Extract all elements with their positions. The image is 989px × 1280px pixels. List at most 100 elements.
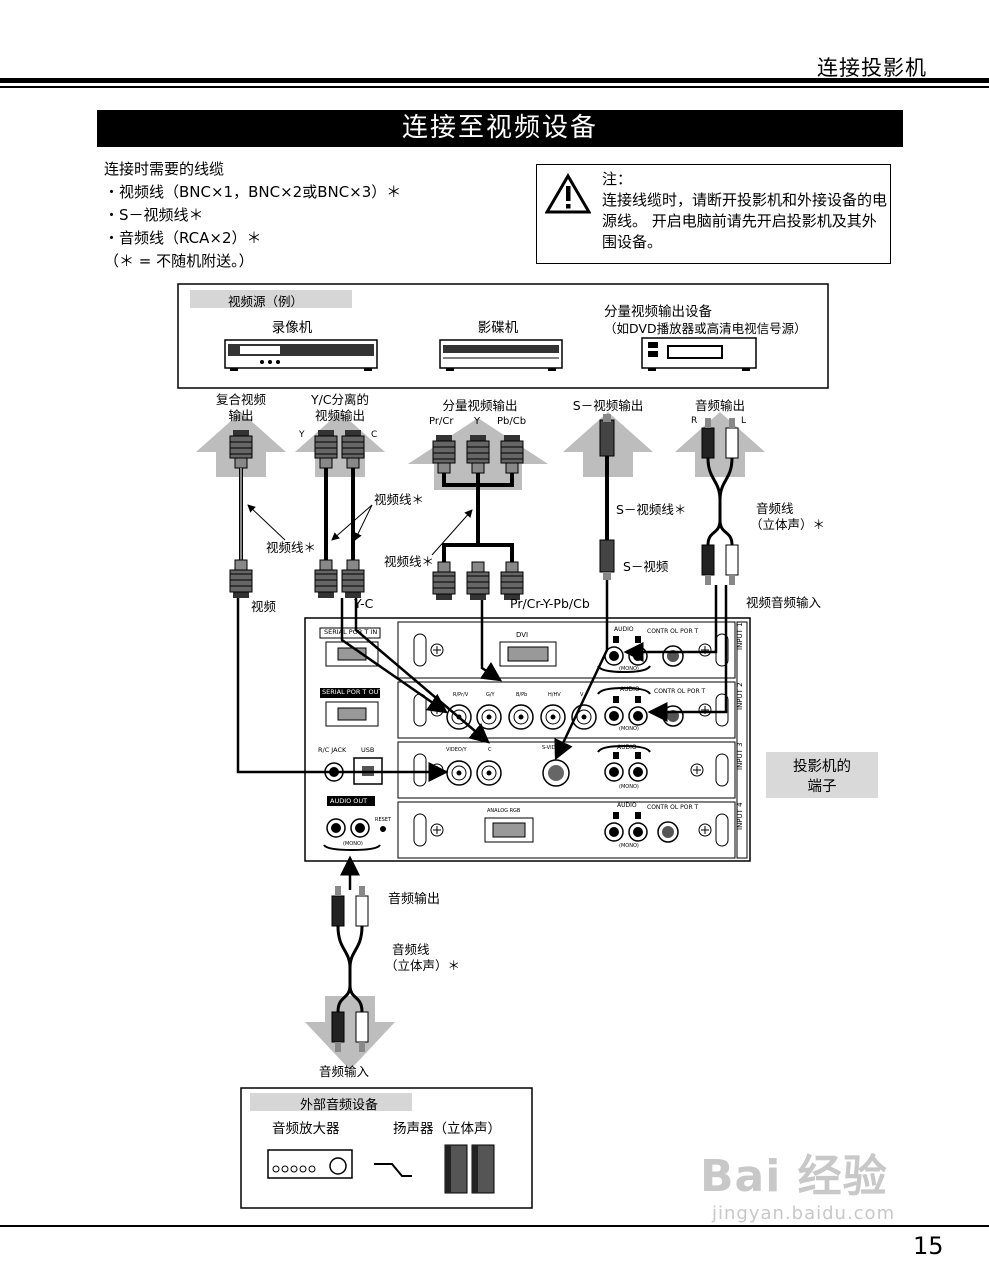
external-audio-tag: 外部音频设备 [300, 1098, 379, 1113]
source-tag: 视频源（例） [228, 294, 304, 309]
mono-label-4: (MONO) [619, 843, 639, 849]
video-cable-label-3: 视频线＊ [384, 554, 435, 569]
cable-item: ・音频线（RCA×2）＊ [104, 229, 262, 247]
component-output-label: 分量视频输出 [442, 398, 518, 413]
mono-label-1: (MONO) [619, 666, 639, 672]
header-rule [0, 78, 989, 83]
audio-panel-label-1: AUDIO [614, 626, 634, 633]
connector-squiggle [374, 1163, 412, 1177]
terminals-label-2: 端子 [807, 779, 837, 795]
audio-cable-top [701, 418, 739, 585]
page-number: 15 [913, 1232, 944, 1260]
audio-panel-label-3: AUDIO [617, 744, 637, 751]
c-label: C [371, 430, 378, 440]
svideo-output-label: S－视频输出 [572, 398, 644, 413]
vcr-icon [224, 339, 378, 371]
watermark-brand: Bai 经验 [700, 1151, 888, 1202]
dvi-label: DVI [516, 631, 529, 639]
audio-panel-label-2: AUDIO [620, 686, 640, 693]
terminals-label-1: 投影机的 [793, 759, 851, 775]
amplifier-label: 音频放大器 [272, 1121, 340, 1137]
cable-item: ・S－视频线＊ [104, 206, 204, 224]
serial-out-label: SERIAL POR T OUT [322, 688, 383, 696]
warning-icon [545, 173, 591, 214]
audio-output-bottom-label: 音频输出 [388, 892, 441, 907]
cable-item: ・视频线（BNC×1，BNC×2或BNC×3）＊ [104, 183, 402, 201]
amplifier-icon [267, 1149, 353, 1179]
audio-cable-bottom-label-1: 音频线 [392, 942, 430, 957]
hhv-label: H/HV [548, 692, 561, 698]
note-text: 连接线缆时，请断开投影机和外接设备的电源线。 开启电脑前请先开启投影机及其外围设… [602, 191, 888, 251]
yc-end-label: Y-C [354, 596, 374, 611]
label-leaders [247, 504, 473, 556]
pr-label: Pr/Cr [429, 416, 454, 427]
input-3-label: INPUT 3 [736, 742, 744, 770]
composite-output-label-2: 输出 [228, 408, 254, 423]
component-device-label: 分量视频输出设备 [604, 304, 712, 320]
svideo-cable [599, 414, 615, 580]
audio-cable-label-2: （立体声）＊ [750, 517, 826, 532]
connection-lines [236, 580, 728, 782]
component-device-sub: （如DVD播放器或高清电视信号源） [604, 321, 807, 336]
rc-jack-label: R/C JACK [318, 746, 347, 754]
ld-label: 影碟机 [477, 320, 519, 336]
composite-output-label-1: 复合视频 [215, 392, 267, 407]
serial-in-label: SERIAL POR T IN [324, 628, 378, 636]
s-video-panel-label: S-VIDEO [542, 745, 563, 751]
vcr-label: 录像机 [271, 320, 313, 336]
audio-cable-bottom-label-2: （立体声）＊ [385, 958, 461, 973]
input-1-label: INPUT 1 [736, 622, 744, 650]
source-tag-bg [190, 290, 352, 308]
svideo-cable-label: S－视频线＊ [616, 502, 687, 517]
gy-label: G/Y [486, 692, 495, 698]
r-label: R [691, 416, 698, 426]
input-4-board [397, 801, 736, 859]
video-y-label: VIDEO/Y [446, 747, 467, 753]
cable-footnote: （＊ = 不随机附送。） [104, 252, 254, 270]
control-port-label-1: CONTR OL POR T [647, 628, 699, 635]
component-cable [432, 434, 524, 601]
laserdisc-player-icon [439, 339, 563, 371]
control-port-label-4: CONTR OL POR T [647, 804, 699, 811]
analog-rgb-label: ANALOG RGB [487, 808, 521, 814]
note-text-block: 注： 连接线缆时，请断开投影机和外接设备的电源线。 开启电脑前请先开启投影机及其… [602, 169, 887, 253]
video-cable-label-1: 视频线＊ [266, 540, 317, 555]
input-4-label: INPUT 4 [736, 802, 744, 830]
video-audio-input-label: 视频音频输入 [746, 595, 822, 610]
terminals-label-bg [766, 752, 878, 798]
y-label: Y [299, 430, 305, 440]
v-label: V [580, 692, 584, 698]
yc-output-label-1: Y/C分离的 [310, 392, 370, 407]
control-port-label-2: CONTR OL POR T [654, 688, 706, 695]
audio-input-label: 音频输入 [318, 1064, 370, 1079]
mono-label-3: (MONO) [619, 784, 639, 790]
y-comp-label: Y [474, 416, 481, 427]
l-label: L [741, 416, 747, 426]
page-title: 连接至视频设备 [97, 110, 903, 147]
header-rule-thin [0, 86, 989, 88]
usb-label: USB [361, 746, 375, 754]
section-title: 连接投影机 [817, 56, 927, 80]
yc-output-label-2: 视频输出 [314, 408, 366, 423]
cable-list: 连接时需要的线缆 ・视频线（BNC×1，BNC×2或BNC×3）＊ ・S－视频线… [104, 158, 401, 273]
composite-cable [229, 429, 253, 599]
footer-rule [0, 1225, 989, 1227]
note-box: 注： 连接线缆时，请断开投影机和外接设备的电源线。 开启电脑前请先开启投影机及其… [536, 164, 891, 264]
note-label: 注： [602, 170, 633, 188]
reset-label: RESET [375, 817, 392, 823]
mono-label: (MONO) [343, 841, 363, 847]
svideo-end-label: S－视频 [623, 559, 669, 574]
rpr-label: R/Pr/V [453, 692, 469, 698]
audio-output-label: 音频输出 [694, 398, 746, 413]
component-end-label: Pr/Cr-Y-Pb/Cb [510, 596, 590, 611]
audio-cable-bottom [305, 855, 395, 1070]
bpb-label: B/Pb [516, 692, 528, 698]
audio-cable-label-1: 音频线 [756, 501, 794, 516]
mono-label-2: (MONO) [619, 726, 639, 732]
watermark-url: jingyan.baidu.com [712, 1203, 896, 1224]
dvd-player-icon [641, 337, 757, 371]
yc-cable [314, 429, 365, 599]
audio-out-panel-label: AUDIO OUT [330, 797, 368, 805]
pb-label: Pb/Cb [497, 416, 527, 427]
